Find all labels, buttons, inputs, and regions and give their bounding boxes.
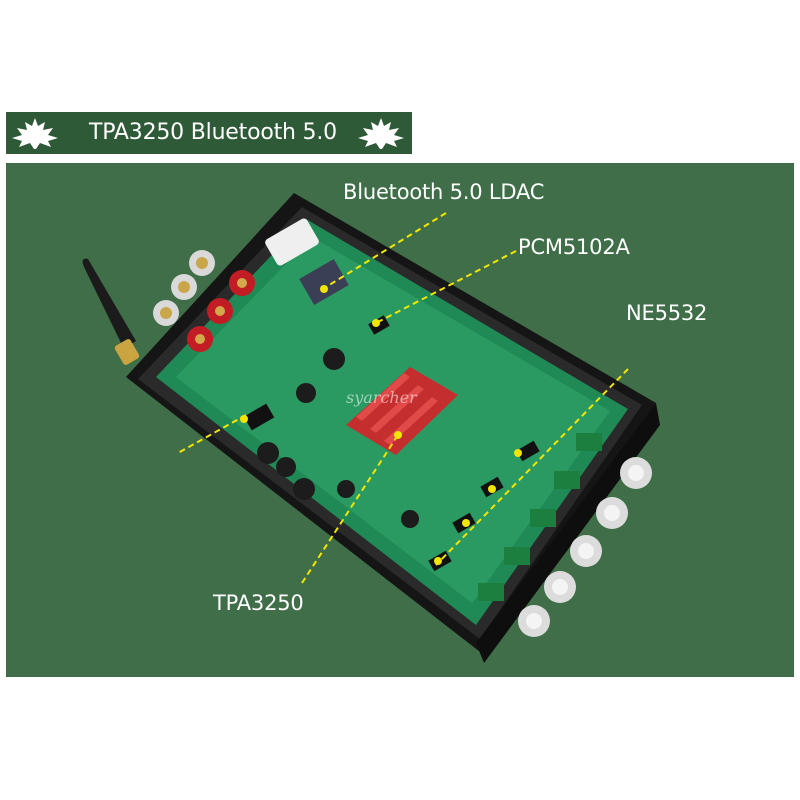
maple-leaf-icon (358, 118, 404, 149)
capacitors (257, 348, 419, 528)
bluetooth-module (299, 259, 349, 305)
volume-knobs (518, 457, 652, 637)
label-amp: TPA3250 (213, 591, 304, 615)
label-dac: PCM5102A (518, 235, 630, 259)
callout-dots (240, 285, 522, 565)
title-banner: TPA3250 Bluetooth 5.0 (6, 112, 412, 154)
amplifier-illustration: syarcher (82, 193, 660, 663)
maple-leaf-icon (12, 118, 58, 149)
potentiometers (478, 433, 602, 601)
watermark: syarcher (346, 388, 418, 407)
rear-connectors (153, 218, 319, 352)
callout-lines (177, 212, 629, 584)
label-opamp: NE5532 (626, 301, 708, 325)
label-bluetooth: Bluetooth 5.0 LDAC (343, 180, 545, 204)
antenna (82, 258, 140, 365)
banner-title: TPA3250 Bluetooth 5.0 (89, 120, 337, 145)
product-photo: syarcher Bluetooth 5.0 LDAC PCM5102A NE5… (6, 163, 794, 677)
